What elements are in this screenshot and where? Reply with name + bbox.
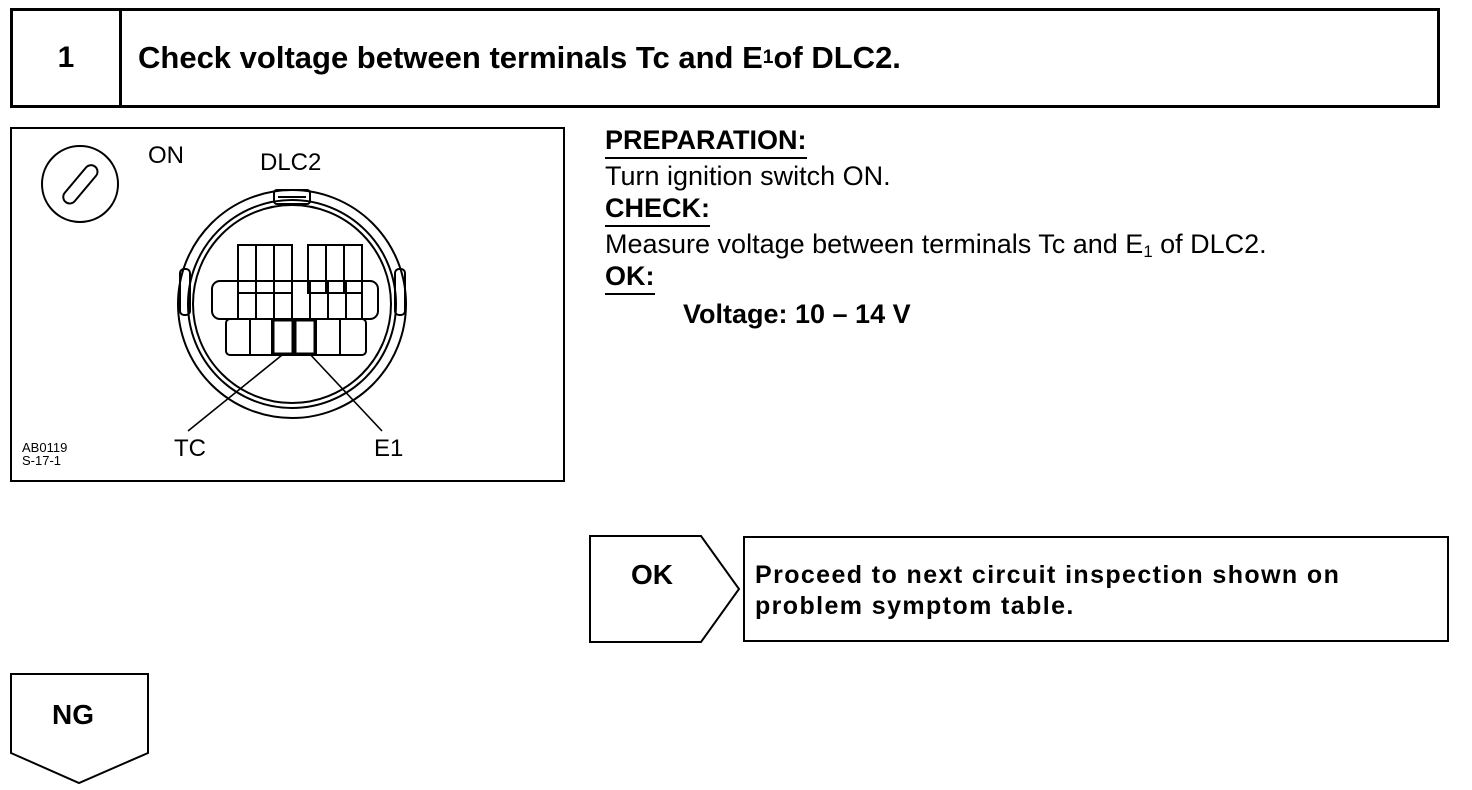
terminal-e1-label: E1 xyxy=(374,435,404,462)
ok-action-box: Proceed to next circuit inspection shown… xyxy=(743,536,1449,642)
ng-arrow-icon xyxy=(10,673,149,785)
preparation-heading: PREPARATION: xyxy=(605,125,807,159)
terminal-tc-label: TC xyxy=(174,435,206,462)
check-text-suffix: of DLC2. xyxy=(1152,229,1267,259)
figure-code: AB0119 S-17-1 xyxy=(22,441,67,467)
terminal-e1 xyxy=(293,318,317,356)
connector-figure: ON DLC2 TC E1 AB0119 S-17-1 xyxy=(10,127,565,482)
step-title-suffix: of DLC2. xyxy=(773,40,901,75)
ok-arrow-icon xyxy=(589,535,741,643)
step-title-text: Check voltage between terminals Tc and E xyxy=(138,40,763,75)
figure-code-line1: AB0119 xyxy=(22,440,68,455)
ok-result-tag: OK xyxy=(589,535,741,643)
preparation-text: Turn ignition switch ON. xyxy=(605,161,891,191)
step-header: 1 Check voltage between terminals Tc and… xyxy=(10,8,1440,108)
ng-label: NG xyxy=(52,699,94,730)
check-text-main: Measure voltage between terminals Tc and… xyxy=(605,229,1144,259)
step-number: 1 xyxy=(13,11,122,105)
check-heading: CHECK: xyxy=(605,193,710,227)
check-text: Measure voltage between terminals Tc and… xyxy=(605,227,1445,261)
figure-code-line2: S-17-1 xyxy=(22,453,62,468)
step-title: Check voltage between terminals Tc and E… xyxy=(138,40,901,75)
ng-result-tag: NG xyxy=(10,673,150,785)
terminal-tc xyxy=(271,318,295,356)
instructions: PREPARATION: Turn ignition switch ON. CH… xyxy=(605,125,1445,330)
dlc2-connector-icon xyxy=(41,145,407,432)
ok-label: OK xyxy=(631,559,673,590)
connector-label: DLC2 xyxy=(260,149,322,176)
check-text-subscript: 1 xyxy=(1143,242,1153,261)
ignition-key-icon xyxy=(41,145,119,223)
ok-spec: Voltage: 10 – 14 V xyxy=(683,299,911,329)
switch-on-label: ON xyxy=(148,142,184,169)
ok-heading: OK: xyxy=(605,261,655,295)
